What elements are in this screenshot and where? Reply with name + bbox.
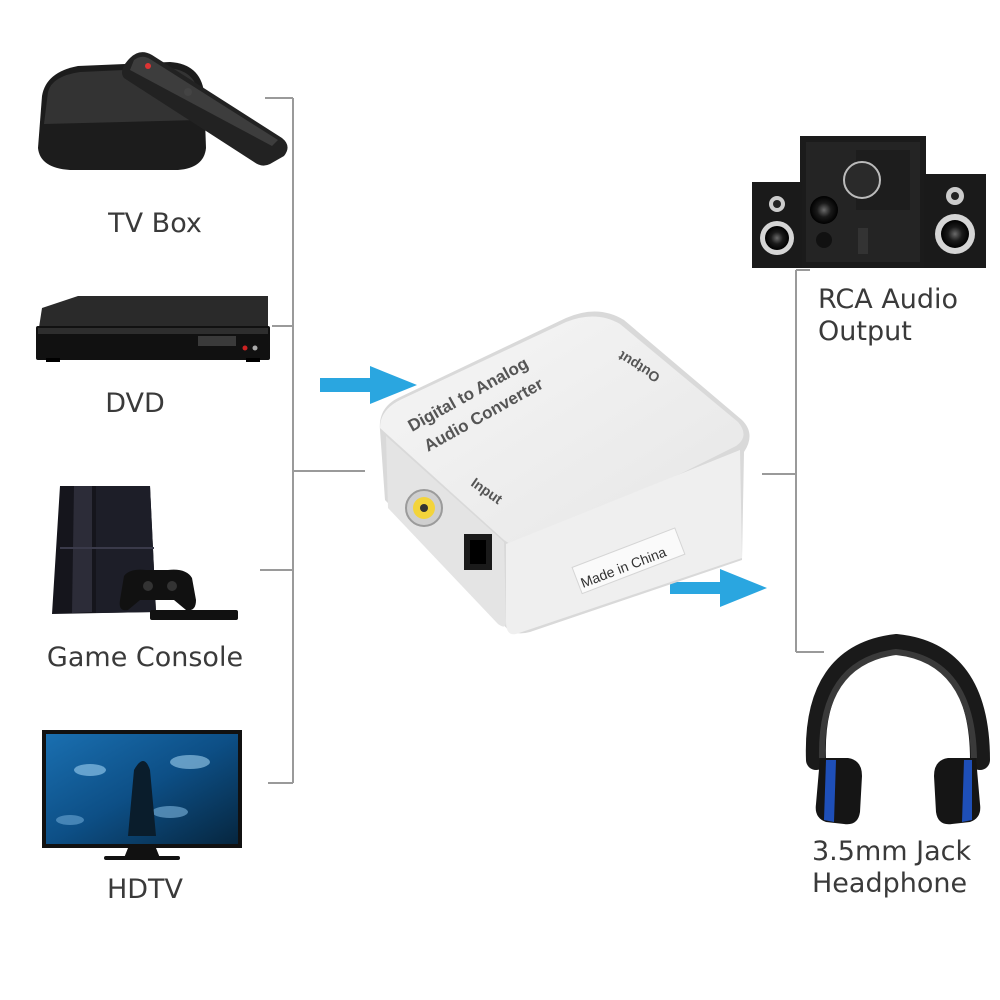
input-arrow-icon [320,366,417,404]
hdtv-image [42,730,242,860]
output-arrow-icon [670,569,767,607]
headphone-label-line1: 3.5mm Jack [812,836,972,867]
rca-output-label: RCA Audio Output [818,284,958,348]
rca-speakers-image [752,136,986,268]
dvd-player-image [36,296,270,362]
hdtv-label: HDTV [106,874,184,905]
game-console-label: Game Console [46,642,244,673]
output-bracket [762,269,824,653]
headphone-image [805,633,990,825]
source-bracket [260,97,365,784]
headphone-label-line2: Headphone [812,868,968,899]
tv-box-image [38,52,288,170]
rca-output-label-line2: Output [818,316,912,347]
rca-output-label-line1: RCA Audio [818,284,959,315]
dvd-label: DVD [105,388,165,419]
game-console-image [52,486,238,620]
tv-box-label: TV Box [108,208,202,239]
headphone-label: 3.5mm Jack Headphone [812,836,971,900]
audio-converter-image [379,311,750,635]
